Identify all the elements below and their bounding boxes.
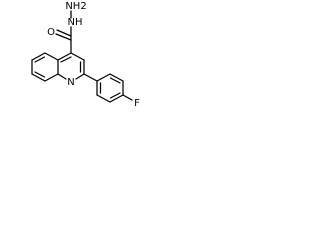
- bond-carbonyl-o-double: [56, 29, 72, 37]
- bond-ph2-ph3: [109, 73, 124, 82]
- bond-n1-c8a: [57, 73, 67, 80]
- bond-ph4-ph5: [109, 94, 124, 103]
- atom-label-nh2: NH2: [65, 1, 86, 12]
- bond-ph5-ph6: [96, 94, 111, 103]
- bond-c4a-c5: [44, 52, 59, 61]
- bond-c8-c8a: [44, 73, 59, 82]
- bond-c7-c8-double: [34, 71, 46, 78]
- bond-ph1-ph2: [96, 73, 111, 82]
- atom-label-oxygen: O: [47, 27, 55, 38]
- bond-c7-c8: [31, 73, 46, 82]
- bond-ph4-ph5-double: [109, 92, 121, 99]
- bond-c4a-c4-double: [60, 56, 72, 63]
- atom-label-nitrogen: N: [67, 77, 74, 88]
- bond-carbonyl-o: [55, 33, 72, 41]
- bond-ph2-ph3-double: [109, 77, 121, 84]
- molecule-canvas: NH2 NH O N F: [0, 0, 143, 131]
- atom-label-fluorine: F: [134, 98, 140, 109]
- chemical-structure: NH2 NH O N F: [31, 1, 140, 109]
- atom-label-nh: NH: [68, 17, 83, 28]
- bond-c4a-c4: [57, 52, 72, 61]
- bond-ph4-f: [122, 94, 133, 101]
- bond-c5-c6-double: [34, 56, 46, 63]
- bond-c2-n1: [75, 73, 85, 80]
- bond-c4-c3: [70, 52, 85, 61]
- bond-c5-c6: [31, 52, 46, 61]
- bond-c2-phenyl: [83, 73, 98, 82]
